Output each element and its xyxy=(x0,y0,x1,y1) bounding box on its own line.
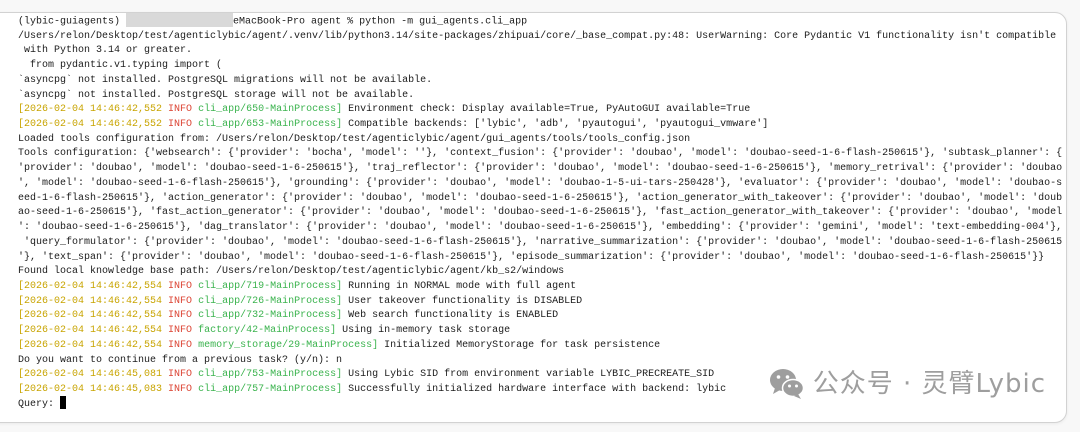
log-line: [2026-02-04 14:46:42,554 INFO cli_app/71… xyxy=(18,280,1062,295)
log-source: cli_app/732-MainProcess] xyxy=(198,310,343,322)
log-line: [2026-02-04 14:46:42,552 INFO cli_app/65… xyxy=(18,118,1062,133)
log-line: [2026-02-04 14:46:45,081 INFO cli_app/75… xyxy=(18,368,1062,383)
output-line: from pydantic.v1.typing import ( xyxy=(18,59,1062,74)
line-text: ': 'doubao-seed-1-6-250615'}, 'dag_trans… xyxy=(18,222,1063,234)
log-source: cli_app/650-MainProcess] xyxy=(198,104,343,116)
log-source: cli_app/653-MainProcess] xyxy=(198,119,343,131)
output-line: Tools configuration: {'websearch': {'pro… xyxy=(18,147,1062,162)
line-text: Found local knowledge base path: /Users/… xyxy=(18,266,565,278)
log-level: INFO xyxy=(168,280,193,292)
terminal-output: (lybic-guiagents) eMacBook-Pro agent % p… xyxy=(18,13,1062,413)
log-timestamp: [2026-02-04 14:46:42,554 xyxy=(18,310,163,322)
output-line: with Python 3.14 or greater. xyxy=(18,44,1062,59)
line-text: `asyncpg` not installed. PostgreSQL stor… xyxy=(18,89,415,101)
log-level: INFO xyxy=(168,310,193,322)
log-timestamp: [2026-02-04 14:46:42,552 xyxy=(18,104,163,116)
log-message: Running in NORMAL mode with full agent xyxy=(348,280,577,292)
log-timestamp: [2026-02-04 14:46:42,554 xyxy=(18,339,163,351)
output-line: ', 'model': 'doubao-seed-1-6-flash-25061… xyxy=(18,177,1062,192)
line-text: with Python 3.14 or greater. xyxy=(18,45,193,57)
watermark-text: 公众号 · 灵臂Lybic xyxy=(812,369,1046,399)
log-line: [2026-02-04 14:46:45,083 INFO cli_app/75… xyxy=(18,383,1062,398)
log-timestamp: [2026-02-04 14:46:42,554 xyxy=(18,295,163,307)
log-timestamp: [2026-02-04 14:46:42,554 xyxy=(18,280,163,292)
redacted-username xyxy=(126,13,234,27)
virtualenv-name: (lybic-guiagents) xyxy=(18,16,121,28)
log-source: cli_app/719-MainProcess] xyxy=(198,280,343,292)
line-text: '}, 'text_span': {'provider': 'doubao', … xyxy=(18,251,1045,263)
line-text: Loaded tools configuration from: /Users/… xyxy=(18,133,691,145)
log-message: Environment check: Display available=Tru… xyxy=(348,104,751,116)
log-message: Successfully initialized hardware interf… xyxy=(348,383,727,395)
log-level: INFO xyxy=(168,325,193,337)
log-message: Compatible backends: ['lybic', 'adb', 'p… xyxy=(348,119,769,131)
log-timestamp: [2026-02-04 14:46:45,081 xyxy=(18,369,163,381)
prompt-command: eMacBook-Pro agent % python -m gui_agent… xyxy=(233,16,528,28)
output-line: Found local knowledge base path: /Users/… xyxy=(18,265,1062,280)
query-prompt-line[interactable]: Query: xyxy=(18,395,1062,413)
log-timestamp: [2026-02-04 14:46:42,554 xyxy=(18,325,163,337)
log-message: Using in-memory task storage xyxy=(342,325,511,337)
log-timestamp: [2026-02-04 14:46:45,083 xyxy=(18,383,163,395)
output-line: ao-seed-1-6-250615'}, 'fast_action_gener… xyxy=(18,206,1062,221)
log-source: cli_app/753-MainProcess] xyxy=(198,369,343,381)
log-source: cli_app/757-MainProcess] xyxy=(198,383,343,395)
watermark: 公众号 · 灵臂Lybic xyxy=(769,368,1046,400)
output-line: `asyncpg` not installed. PostgreSQL migr… xyxy=(18,74,1062,89)
log-level: INFO xyxy=(168,383,193,395)
log-source: cli_app/726-MainProcess] xyxy=(198,295,343,307)
output-line: /Users/relon/Desktop/test/agenticlybic/a… xyxy=(18,30,1062,45)
log-line: [2026-02-04 14:46:42,552 INFO cli_app/65… xyxy=(18,103,1062,118)
log-level: INFO xyxy=(168,295,193,307)
log-level: INFO xyxy=(168,119,193,131)
output-line: eed-1-6-flash-250615'}, 'action_generato… xyxy=(18,192,1062,207)
line-text: Do you want to continue from a previous … xyxy=(18,354,343,366)
output-line: Do you want to continue from a previous … xyxy=(18,354,1062,369)
line-text: Tools configuration: {'websearch': {'pro… xyxy=(18,148,1063,160)
wechat-icon xyxy=(769,369,804,399)
log-line: [2026-02-04 14:46:42,554 INFO memory_sto… xyxy=(18,339,1062,354)
log-message: Using Lybic SID from environment variabl… xyxy=(348,369,715,381)
log-level: INFO xyxy=(168,104,193,116)
line-text: /Users/relon/Desktop/test/agenticlybic/a… xyxy=(18,30,1057,42)
line-text: `asyncpg` not installed. PostgreSQL migr… xyxy=(18,74,433,86)
query-label: Query: xyxy=(18,398,55,410)
output-line: ': 'doubao-seed-1-6-250615'}, 'dag_trans… xyxy=(18,221,1062,236)
log-line: [2026-02-04 14:46:42,554 INFO cli_app/73… xyxy=(18,309,1062,324)
terminal-window[interactable]: (lybic-guiagents) eMacBook-Pro agent % p… xyxy=(0,12,1067,423)
log-message: Initialized MemoryStorage for task persi… xyxy=(384,339,661,351)
log-level: INFO xyxy=(168,339,193,351)
line-text: ', 'model': 'doubao-seed-1-6-flash-25061… xyxy=(18,177,1063,189)
log-timestamp: [2026-02-04 14:46:42,552 xyxy=(18,119,163,131)
line-text: 'provider': 'doubao', 'model': 'doubao-s… xyxy=(18,163,1063,175)
log-source: memory_storage/29-MainProcess] xyxy=(198,339,379,351)
log-message: Web search functionality is ENABLED xyxy=(348,310,559,322)
line-text: from pydantic.v1.typing import ( xyxy=(18,60,223,72)
line-text: 'query_formulator': {'provider': 'doubao… xyxy=(18,236,1063,248)
log-line: [2026-02-04 14:46:42,554 INFO factory/42… xyxy=(18,324,1062,339)
log-line: [2026-02-04 14:46:42,554 INFO cli_app/72… xyxy=(18,295,1062,310)
command-prompt-line: (lybic-guiagents) eMacBook-Pro agent % p… xyxy=(18,13,1062,30)
log-message: User takeover functionality is DISABLED xyxy=(348,295,583,307)
output-line: 'provider': 'doubao', 'model': 'doubao-s… xyxy=(18,162,1062,177)
line-text: eed-1-6-flash-250615'}, 'action_generato… xyxy=(18,192,1063,204)
log-source: factory/42-MainProcess] xyxy=(198,325,337,337)
output-line: `asyncpg` not installed. PostgreSQL stor… xyxy=(18,89,1062,104)
output-line: Loaded tools configuration from: /Users/… xyxy=(18,133,1062,148)
output-line: '}, 'text_span': {'provider': 'doubao', … xyxy=(18,251,1062,266)
log-level: INFO xyxy=(168,369,193,381)
text-cursor[interactable] xyxy=(60,395,67,409)
line-text: ao-seed-1-6-250615'}, 'fast_action_gener… xyxy=(18,207,1063,219)
output-line: 'query_formulator': {'provider': 'doubao… xyxy=(18,236,1062,251)
